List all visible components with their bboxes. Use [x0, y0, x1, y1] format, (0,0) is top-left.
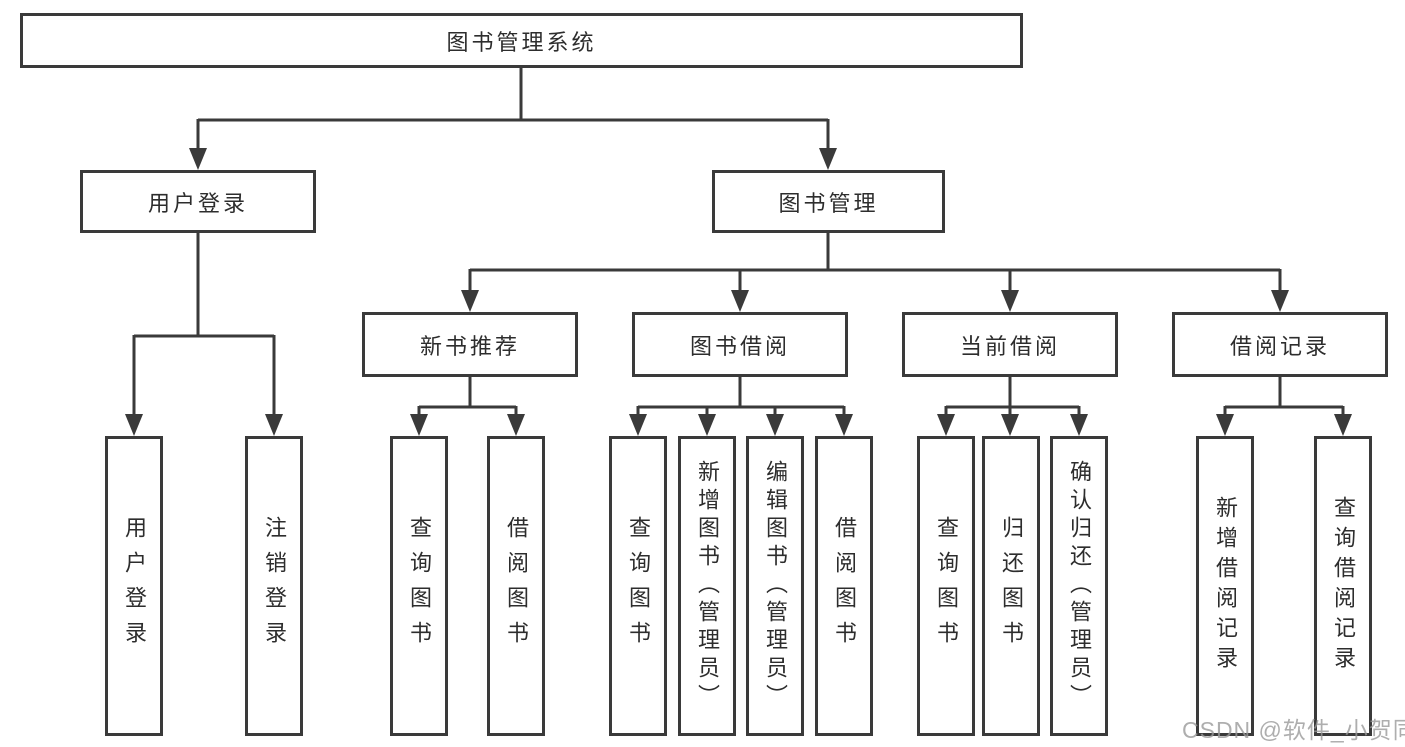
leaf-user-login: 用户登录 [105, 436, 163, 736]
node-user-login: 用户登录 [80, 170, 316, 233]
node-label: 用户登录 [147, 190, 248, 216]
leaf-label: 查询图书 [626, 516, 651, 656]
leaf-query-borrow-record: 查询借阅记录 [1314, 436, 1372, 736]
leaf-return-book: 归还图书 [982, 436, 1040, 736]
leaf-label: 查询图书 [407, 516, 432, 656]
leaf-borrow-books-recommend: 借阅图书 [487, 436, 545, 736]
node-label: 借阅记录 [1229, 333, 1330, 359]
leaf-label: 归还图书 [999, 516, 1024, 656]
leaf-label: 查询借阅记录 [1331, 496, 1356, 676]
leaf-label: 注销登录 [262, 516, 287, 656]
leaf-label: 编辑图书（管理员） [763, 460, 788, 712]
leaf-confirm-return-admin: 确认归还（管理员） [1050, 436, 1108, 736]
node-label: 图书借阅 [689, 333, 790, 359]
leaf-logout: 注销登录 [245, 436, 303, 736]
node-root-library-system: 图书管理系统 [20, 13, 1023, 68]
leaf-query-books-recommend: 查询图书 [390, 436, 448, 736]
csdn-watermark: CSDN @软件_小贺同学 [1182, 717, 1405, 743]
leaf-query-books-current: 查询图书 [917, 436, 975, 736]
leaf-query-books-borrow: 查询图书 [609, 436, 667, 736]
node-label: 当前借阅 [959, 333, 1060, 359]
node-current-borrow: 当前借阅 [902, 312, 1118, 377]
leaf-label: 新增图书（管理员） [695, 460, 720, 712]
node-new-book-recommend: 新书推荐 [362, 312, 578, 377]
node-label: 图书管理系统 [446, 29, 597, 55]
leaf-add-borrow-record: 新增借阅记录 [1196, 436, 1254, 736]
leaf-label: 确认归还（管理员） [1067, 460, 1092, 712]
node-book-borrow: 图书借阅 [632, 312, 848, 377]
leaf-label: 借阅图书 [832, 516, 857, 656]
leaf-edit-book-admin: 编辑图书（管理员） [746, 436, 804, 736]
leaf-label: 用户登录 [122, 516, 147, 656]
node-label: 新书推荐 [419, 333, 520, 359]
leaf-label: 查询图书 [934, 516, 959, 656]
node-label: 图书管理 [778, 190, 879, 216]
leaf-add-book-admin: 新增图书（管理员） [678, 436, 736, 736]
leaf-label: 新增借阅记录 [1213, 496, 1238, 676]
node-borrow-records: 借阅记录 [1172, 312, 1388, 377]
leaf-label: 借阅图书 [504, 516, 529, 656]
leaf-borrow-books: 借阅图书 [815, 436, 873, 736]
node-book-management: 图书管理 [712, 170, 945, 233]
